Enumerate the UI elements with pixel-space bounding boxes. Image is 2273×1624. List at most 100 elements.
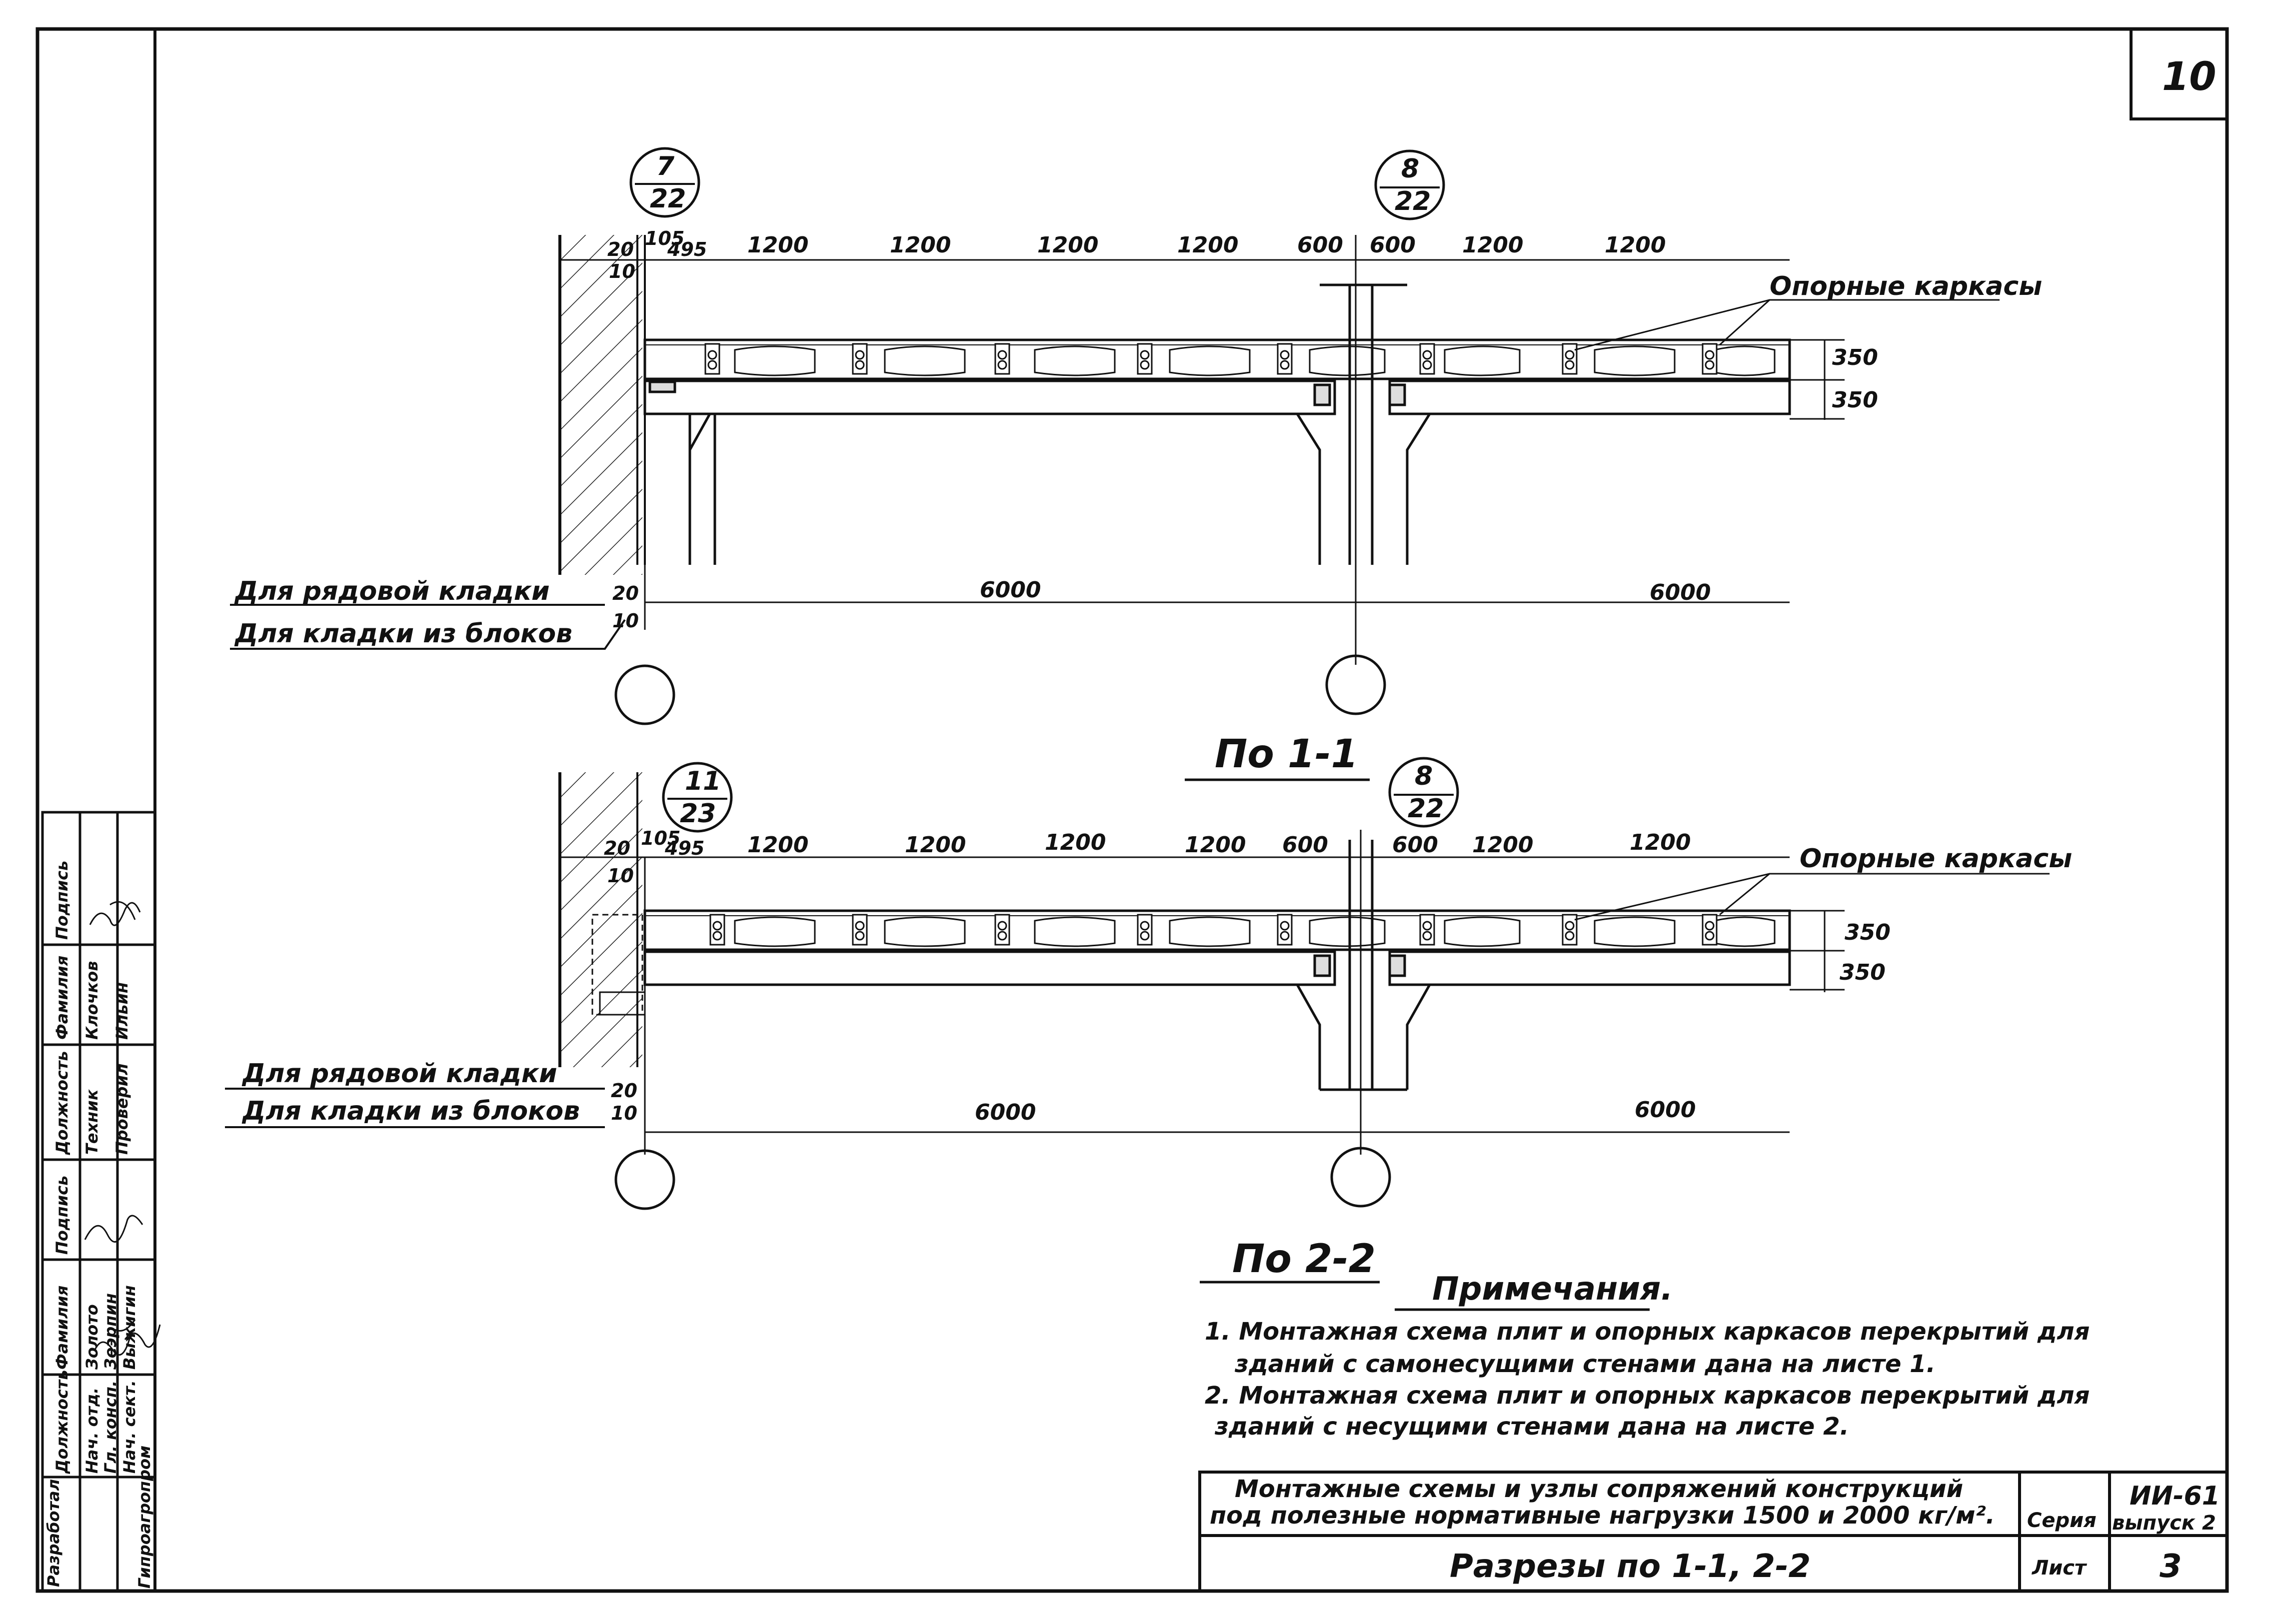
- stamp-surname: Зеэрпин: [101, 1293, 120, 1370]
- offset-dim: 10: [611, 1102, 637, 1124]
- span-dim-left: 6000: [975, 1100, 1036, 1125]
- note-line: зданий с самонесущими стенами дана на ли…: [1234, 1350, 1936, 1378]
- stamp-surname: Ильин: [112, 982, 131, 1040]
- axis-bubble: [1325, 654, 1386, 715]
- span-dim-left: 6000: [980, 577, 1041, 603]
- callout-right-top: 8: [1415, 761, 1433, 791]
- dim-text: 1200: [1472, 832, 1533, 858]
- dim-text: 600: [1297, 232, 1343, 258]
- beams: [643, 840, 1791, 1091]
- callout-right-bottom: 22: [1395, 186, 1431, 216]
- dim-text: 1200: [890, 232, 951, 258]
- notes-title: Примечания.: [1432, 1271, 1673, 1308]
- callout-right-bottom: 22: [1408, 794, 1444, 824]
- stamp-header: Фамилия: [52, 956, 71, 1040]
- span-dim-right: 6000: [1635, 1097, 1696, 1123]
- stamp-position: Нач. сект.: [120, 1380, 139, 1474]
- dim-text: 600: [1392, 832, 1438, 858]
- stamp-header: Подпись: [52, 861, 71, 940]
- stamp-position: Проверил: [112, 1064, 131, 1155]
- height-dim: 350: [1832, 345, 1878, 370]
- side-stamp: Подпись Фамилия Должность Подпись Фамили…: [41, 811, 161, 1593]
- sheet-number: 10: [2162, 54, 2217, 99]
- stamp-position: Нач. отд.: [82, 1388, 101, 1474]
- span-dim-right: 6000: [1650, 580, 1711, 605]
- hollow-slabs: [643, 909, 1791, 951]
- stamp-position: Техник: [82, 1089, 101, 1155]
- support-frames-label: Опорные каркасы: [1800, 844, 2072, 874]
- stamp-surname: Выжигин: [120, 1285, 139, 1370]
- note-line: 2. Монтажная схема плит и опорных каркас…: [1205, 1382, 2090, 1410]
- drawing-title: Разрезы по 1-1, 2-2: [1450, 1548, 1811, 1585]
- stamp-group: Гипроагропром: [135, 1446, 154, 1589]
- axis-bubble: [614, 1149, 675, 1210]
- sheet-label: Лист: [2032, 1557, 2088, 1580]
- signatures: [84, 901, 161, 1356]
- dim-text: 1200: [1037, 232, 1098, 258]
- dim-text: 1200: [1605, 232, 1666, 258]
- callout-left-top: 11: [685, 766, 721, 796]
- callout-left-bottom: 22: [650, 184, 686, 214]
- section-1-1: 7 22 8 22 20 105 495 1200 1200 1200 1200…: [230, 147, 2042, 781]
- dim-text: 20: [604, 837, 630, 859]
- dim-text: 600: [1370, 232, 1416, 258]
- stamp-header: Должность: [52, 1370, 71, 1474]
- wall-hatched: [560, 772, 642, 1067]
- callout-right-top: 8: [1401, 154, 1419, 184]
- hollow-slabs: [643, 338, 1791, 380]
- notes: Примечания. 1. Монтажная схема плит и оп…: [1205, 1271, 2090, 1441]
- callout-right: 8 22: [1388, 757, 1459, 828]
- callout-left: 11 23: [662, 762, 733, 833]
- dim-text: 20: [607, 238, 634, 260]
- height-dim: 350: [1832, 387, 1878, 413]
- stamp-group: Разработал: [44, 1479, 63, 1587]
- dim-text: 495: [667, 238, 707, 260]
- top-dimensions: 20 105 495 1200 1200 1200 1200 600 600 1…: [604, 827, 1691, 887]
- height-dim: 350: [1845, 920, 1891, 945]
- dim-text: 1200: [905, 832, 966, 858]
- dim-text: 1200: [1462, 232, 1523, 258]
- dim-text: 600: [1282, 832, 1328, 858]
- dim-text: 1200: [1630, 830, 1691, 855]
- dimension-lines: [560, 235, 1845, 665]
- offset-dim: 20: [611, 1080, 637, 1102]
- callout-right: 8 22: [1374, 149, 1445, 220]
- description-line-2: под полезные нормативные нагрузки 1500 и…: [1210, 1502, 1995, 1530]
- issue-value: выпуск 2: [2112, 1512, 2216, 1535]
- support-frames-label: Опорные каркасы: [1770, 271, 2042, 301]
- row-masonry-label: Для рядовой кладки: [241, 1059, 557, 1089]
- block-masonry-label: Для кладки из блоков: [234, 619, 572, 649]
- sheet-value: 3: [2160, 1548, 2182, 1585]
- stamp-header: Подпись: [52, 1176, 71, 1255]
- block-masonry-label: Для кладки из блоков: [241, 1096, 580, 1126]
- stamp-header: Должность: [52, 1051, 71, 1155]
- title-block: Монтажные схемы и узлы сопряжений констр…: [1198, 1471, 2229, 1593]
- axis-bubble: [614, 664, 675, 725]
- dim-text: 105: [641, 827, 680, 849]
- offset-dim: 10: [612, 610, 639, 632]
- top-dimensions: 20 105 495 1200 1200 1200 1200 600 600 1…: [607, 227, 1666, 282]
- callout-left: 7 22: [629, 147, 700, 218]
- section-caption-2-2: По 2-2: [1232, 1237, 1376, 1282]
- offset-dim: 20: [612, 582, 639, 604]
- beams: [643, 283, 1791, 565]
- series-label: Серия: [2027, 1509, 2097, 1532]
- sheet-number-box: 10: [2130, 29, 2227, 120]
- callout-left-bottom: 23: [680, 799, 716, 829]
- dim-text: 105: [645, 227, 684, 249]
- dim-text: 10: [607, 865, 634, 887]
- height-dim: 350: [1840, 960, 1886, 985]
- stamp-header: Фамилия: [52, 1286, 71, 1370]
- note-line: 1. Монтажная схема плит и опорных каркас…: [1205, 1318, 2090, 1346]
- axis-bubble: [1330, 1147, 1391, 1208]
- stamp-surname: Клочков: [82, 961, 101, 1040]
- description-line-1: Монтажные схемы и узлы сопряжений констр…: [1235, 1475, 1963, 1503]
- dim-text: 10: [609, 260, 635, 282]
- stamp-position: Гл. консп.: [101, 1381, 120, 1474]
- dim-text: 1200: [747, 832, 808, 858]
- row-masonry-label: Для рядовой кладки: [234, 576, 550, 606]
- dim-text: 1200: [1185, 832, 1246, 858]
- note-line: зданий с несущими стенами дана на листе …: [1214, 1413, 1849, 1441]
- dim-text: 1200: [1045, 830, 1106, 855]
